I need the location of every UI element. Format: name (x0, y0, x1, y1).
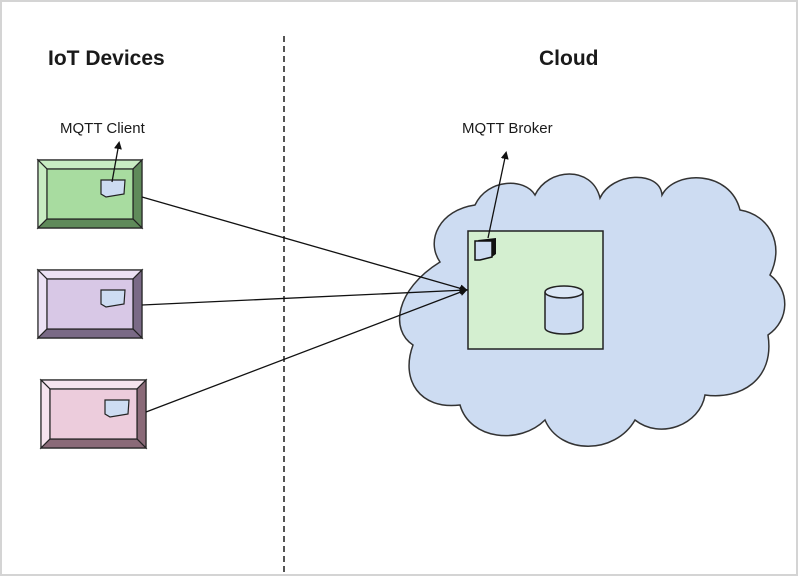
device-bevel-bottom (39, 438, 148, 449)
mqtt-client-chip-icon (100, 179, 126, 198)
device-purple[interactable] (36, 268, 144, 340)
device-bevel-top (36, 159, 144, 170)
broker-chip-icon (474, 238, 496, 261)
device-bevel-top (36, 269, 144, 280)
connection-pink (145, 288, 468, 413)
device-green[interactable] (36, 158, 144, 230)
client-pointer (111, 141, 122, 183)
device-bevel-bottom (36, 328, 144, 339)
device-bevel-bottom (36, 218, 144, 229)
device-bevel-left (40, 378, 51, 450)
broker-pointer (487, 151, 509, 239)
device-bevel-right (132, 158, 143, 230)
mqtt-client-chip-icon (104, 399, 130, 418)
device-bevel-right (136, 378, 147, 450)
device-bevel-left (37, 158, 48, 230)
database-icon (544, 285, 584, 335)
mqtt-client-chip-icon (100, 289, 126, 308)
device-bevel-right (132, 268, 143, 340)
iot-devices-title: IoT Devices (48, 47, 165, 70)
connection-purple (141, 286, 468, 306)
cloud-title: Cloud (539, 47, 599, 70)
device-bevel-top (39, 379, 148, 390)
mqtt-broker-label: MQTT Broker (462, 120, 553, 137)
connection-green (141, 196, 468, 293)
device-pink[interactable] (39, 378, 148, 450)
device-bevel-left (37, 268, 48, 340)
mqtt-client-label: MQTT Client (60, 120, 145, 137)
